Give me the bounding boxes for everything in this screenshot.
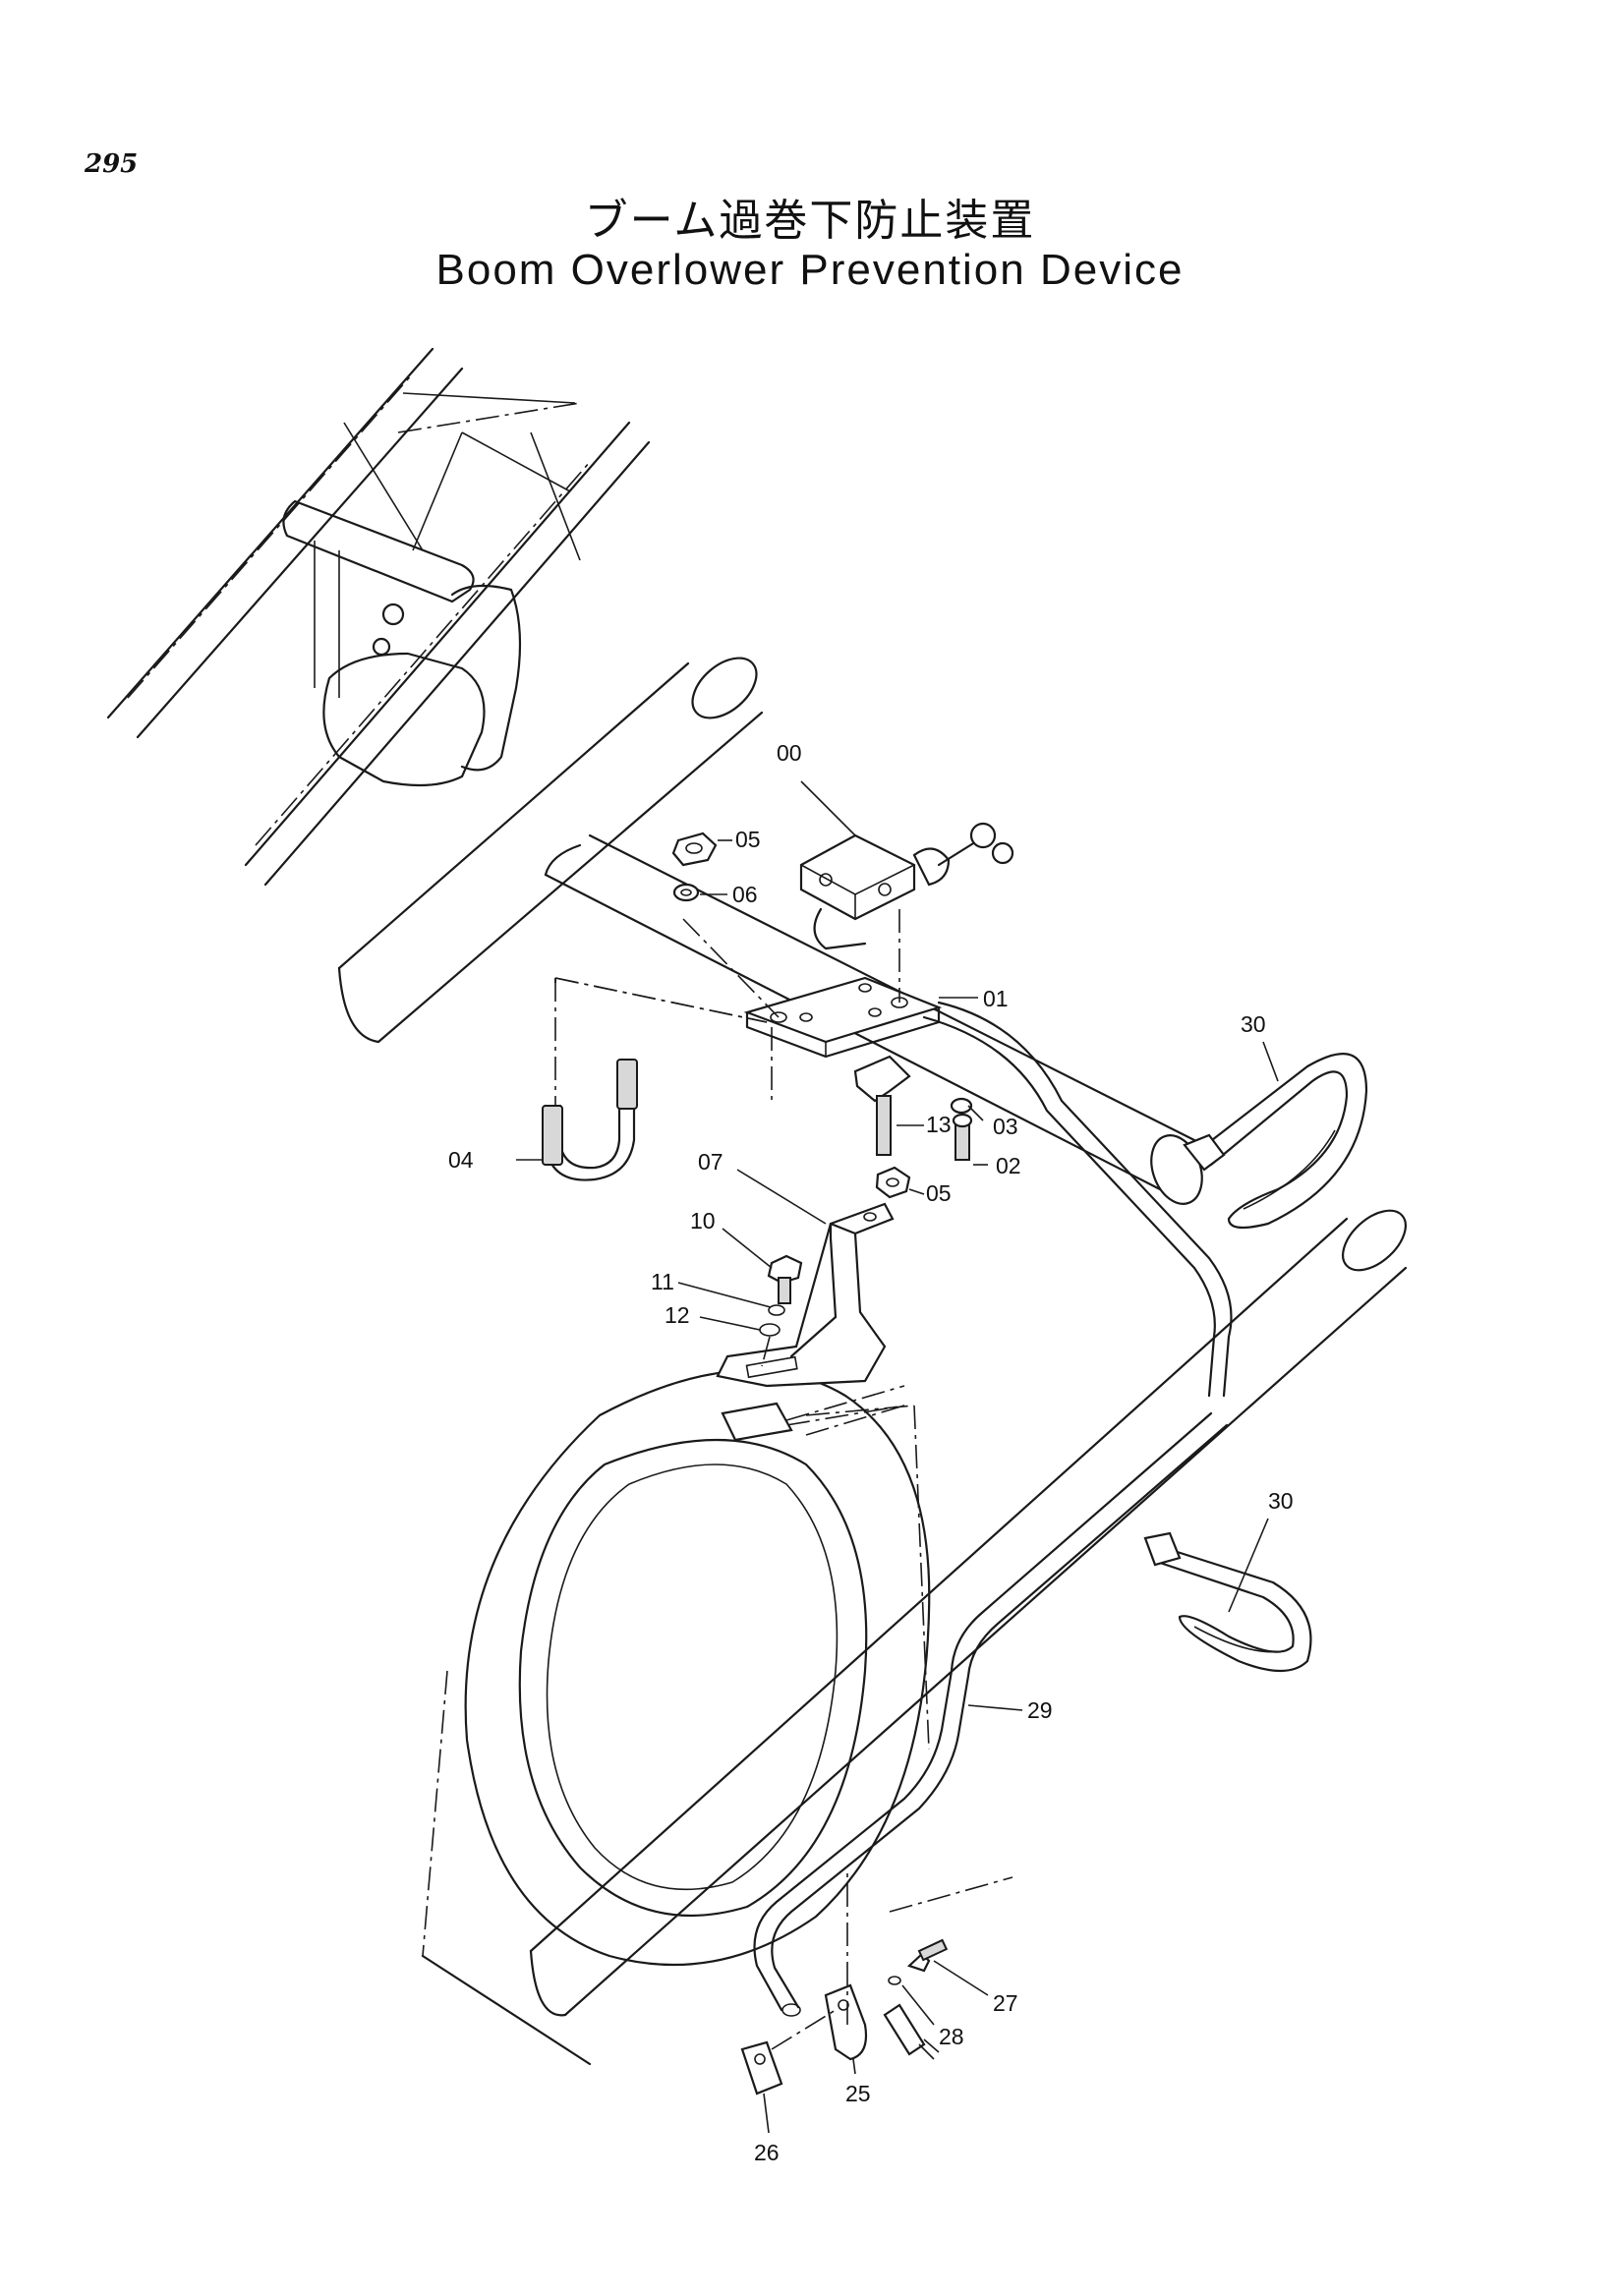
callout-10: 10: [690, 1208, 716, 1234]
clamp-assembly: [740, 1867, 949, 2095]
callout-07: 07: [698, 1149, 723, 1175]
callout-28: 28: [939, 2024, 964, 2049]
cable-tie-upper: [1183, 1053, 1368, 1230]
callout-04: 04: [448, 1147, 474, 1173]
limit-switch: [799, 822, 1014, 950]
callout-02: 02: [996, 1153, 1021, 1178]
bolt-washers-bracket: [759, 1254, 803, 1367]
callout-30-upper: 30: [1241, 1011, 1266, 1037]
callout-25: 25: [845, 2081, 871, 2106]
callout-27: 27: [993, 1990, 1018, 2016]
callout-05-upper: 05: [735, 827, 761, 852]
callout-01: 01: [983, 986, 1009, 1011]
title-japanese: ブーム過巻下防止装置: [584, 196, 1036, 246]
switch-cable: [922, 1001, 1233, 1398]
leader-lines: [516, 780, 1279, 2134]
u-bolt: [542, 977, 773, 1181]
callout-30-lower: 30: [1268, 1488, 1294, 1514]
nut-and-washer-upper: [671, 832, 718, 902]
boom-lattice: [106, 347, 651, 887]
callout-05-lower: 05: [926, 1180, 952, 1206]
callout-13: 13: [926, 1112, 952, 1137]
callout-11: 11: [651, 1269, 674, 1294]
callout-00: 00: [777, 740, 802, 766]
boom-hoist-drum: [421, 1369, 1013, 2066]
callout-labels: 00 01 02 03 04 05 05 06 07 10 11 12 13 2…: [448, 740, 1294, 2165]
bracket: [716, 1202, 895, 1388]
callout-29: 29: [1027, 1697, 1053, 1723]
callout-26: 26: [754, 2140, 780, 2165]
conduit-pipe: [753, 1411, 1229, 2017]
callout-06: 06: [732, 882, 758, 907]
title-english: Boom Overlower Prevention Device: [435, 246, 1185, 294]
lower-boom-tube: [529, 1209, 1408, 2017]
page-number: 295: [85, 149, 139, 179]
stopper-bolt-set: [853, 1055, 973, 1199]
callout-12: 12: [665, 1302, 690, 1328]
upper-boom-tube: [337, 657, 1203, 1205]
cable-tie-lower: [1143, 1531, 1312, 1672]
callout-03: 03: [993, 1114, 1018, 1139]
